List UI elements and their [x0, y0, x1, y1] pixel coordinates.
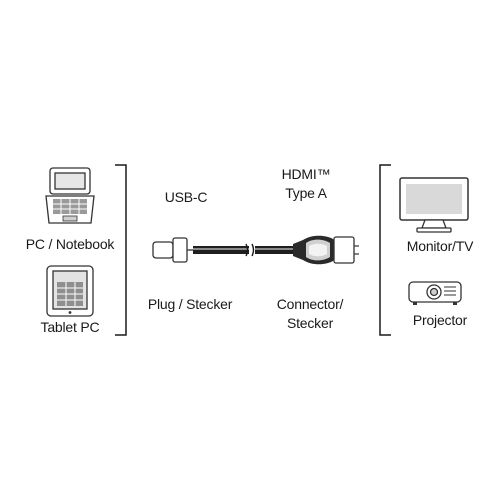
cable [193, 243, 295, 257]
monitor-tv-label: Monitor/TV [406, 238, 474, 254]
plug-stecker-label: Plug / Stecker [147, 296, 233, 312]
usb-c-label: USB-C [164, 189, 208, 205]
pc-notebook-label: PC / Notebook [25, 236, 115, 252]
hdmi-type-label: Type A [285, 185, 327, 201]
tablet-icon [46, 265, 94, 317]
hdmi-connector-icon [293, 235, 359, 265]
right-bracket [379, 164, 391, 336]
projector-label: Projector [412, 312, 468, 328]
left-bracket [115, 164, 127, 336]
hdmi-label: HDMI™ [281, 166, 331, 182]
connector-label: Connector/ [276, 296, 344, 312]
projector-icon [408, 281, 462, 305]
usb-c-plug-icon [152, 237, 193, 263]
stecker-label: Stecker [286, 315, 334, 331]
tablet-pc-label: Tablet PC [40, 319, 100, 335]
monitor-icon [399, 177, 469, 233]
notebook-icon [45, 167, 95, 224]
